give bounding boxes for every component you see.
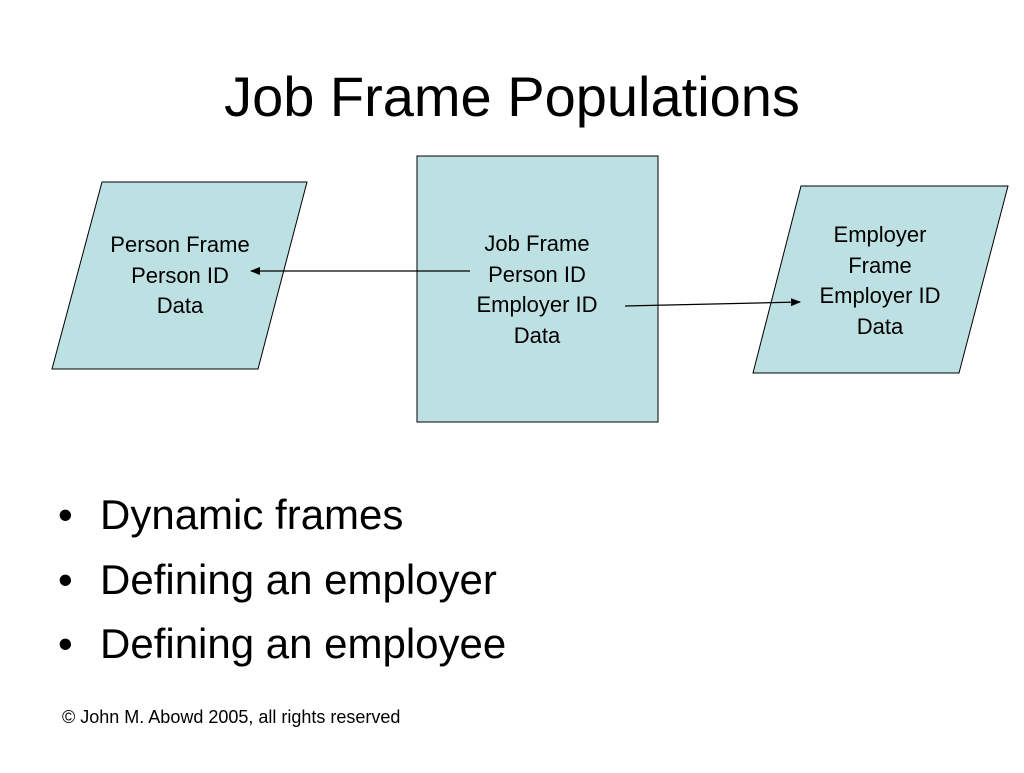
person-frame-line: Person ID — [131, 262, 229, 288]
person-frame-line: Data — [156, 293, 204, 318]
job-frame-shape — [416, 155, 659, 423]
employer-frame-line: Data — [856, 313, 904, 339]
bullet-item: • Defining an employee — [58, 612, 506, 677]
job-frame-line: Person ID — [488, 261, 586, 287]
bullet-item: • Defining an employer — [58, 548, 506, 613]
slide-title: Job Frame Populations — [224, 65, 800, 128]
bullet-text: Dynamic frames — [100, 491, 404, 538]
person-frame-line: Person Frame — [110, 232, 250, 257]
job-frame-label: Job Frame Person ID Employer ID Data — [437, 229, 637, 351]
bullet-marker: • — [58, 620, 73, 667]
bullet-list: • Dynamic frames • Defining an employer • D… — [58, 483, 506, 677]
employer-frame-label: Employer Frame Employer ID Data — [780, 220, 980, 342]
person-frame-shape — [51, 181, 308, 370]
bullet-item: • Dynamic frames — [58, 483, 506, 548]
bullet-marker: • — [58, 555, 73, 603]
employer-frame-line: Frame — [848, 252, 912, 278]
job-frame-line: Employer ID — [476, 292, 598, 317]
employer-frame-line: Employer ID — [819, 283, 941, 308]
employer-frame-line: Employer — [833, 222, 927, 247]
bullet-text: Defining an employee — [100, 620, 507, 667]
employer-frame-shape — [752, 185, 1009, 374]
bullet-text: Defining an employer — [100, 555, 497, 603]
copyright-footer: © John M. Abowd 2005, all rights reserve… — [62, 707, 401, 727]
person-frame-label: Person Frame Person ID Data — [80, 230, 280, 322]
bullet-marker: • — [58, 491, 73, 538]
job-frame-line: Data — [513, 322, 561, 348]
job-frame-line: Job Frame — [484, 231, 590, 256]
arrow-job-to-employer — [624, 298, 801, 307]
